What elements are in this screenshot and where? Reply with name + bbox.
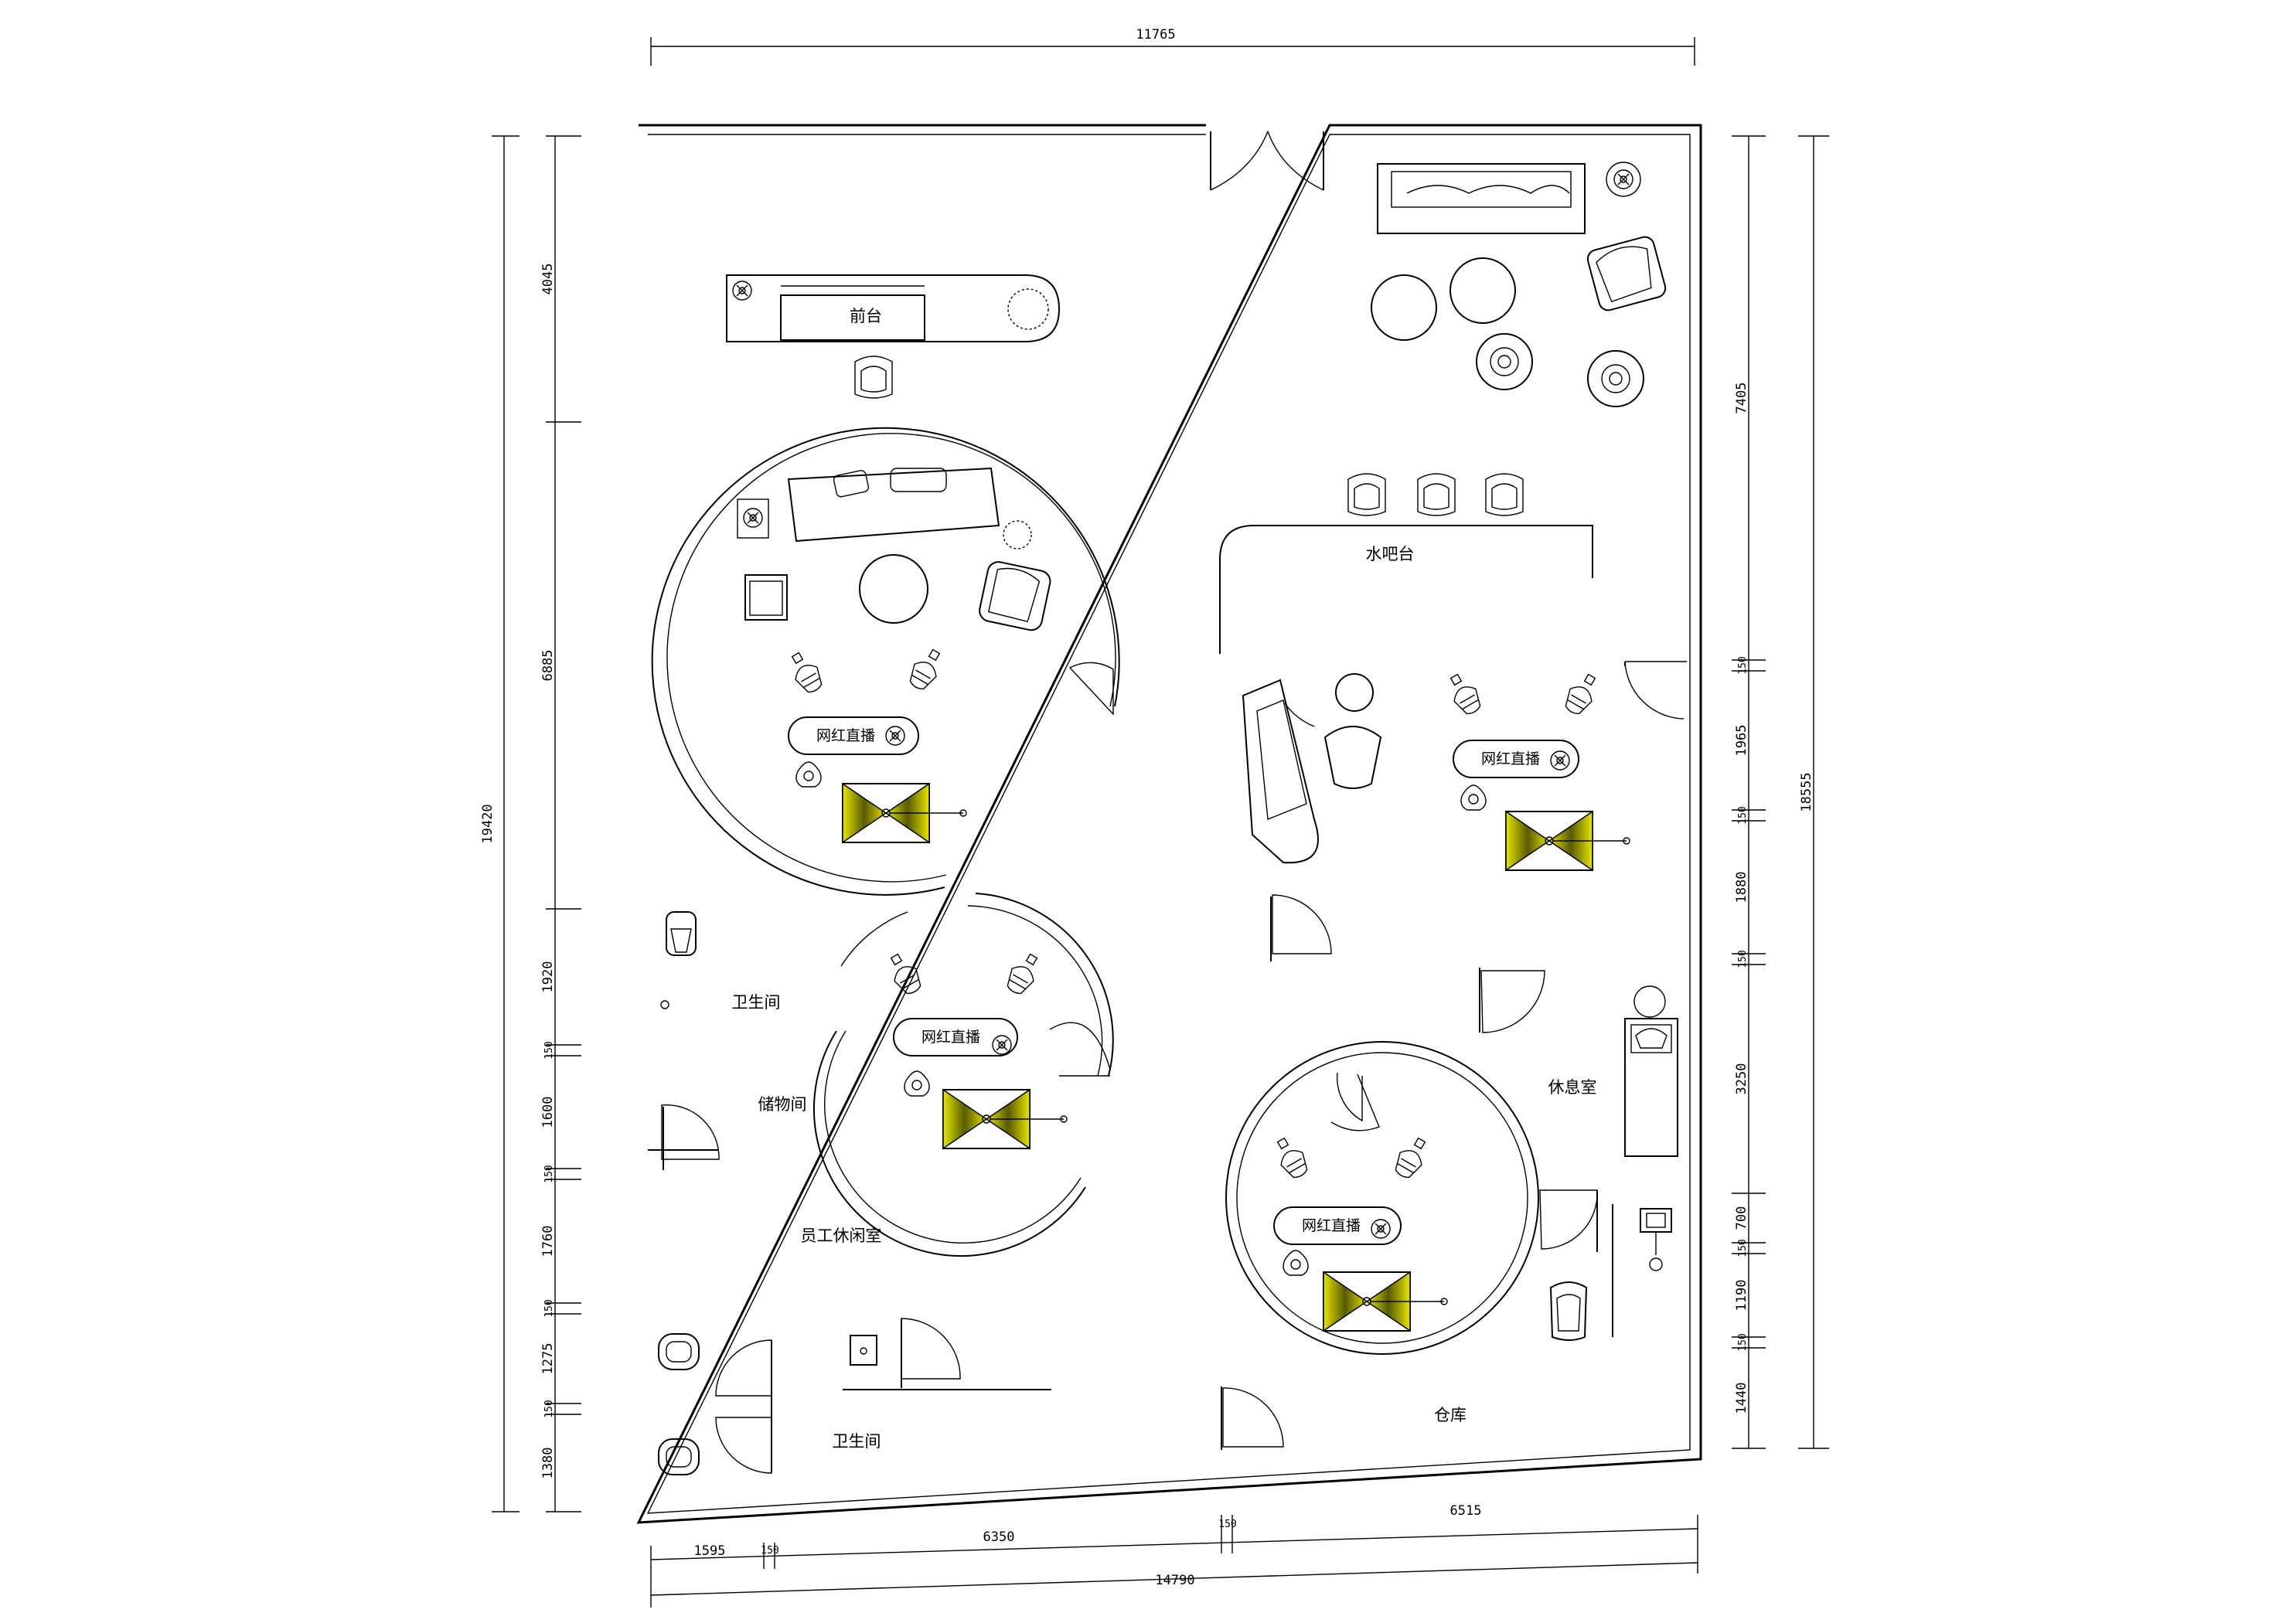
- svg-text:150: 150: [1218, 1519, 1236, 1530]
- live-booth-3: 网红直播: [1242, 669, 1630, 871]
- lounge-bed: [1624, 985, 1678, 1157]
- dim-top-width: 11765: [1136, 27, 1175, 43]
- svg-text:7405: 7405: [1734, 383, 1749, 414]
- room-label-warehouse: 仓库: [1434, 1406, 1467, 1424]
- svg-text:150: 150: [761, 1545, 778, 1557]
- svg-text:1190: 1190: [1734, 1280, 1749, 1312]
- svg-text:1275: 1275: [540, 1343, 556, 1375]
- svg-text:150: 150: [543, 1041, 555, 1059]
- outer-wall: [636, 124, 1702, 1524]
- reception-desk: 前台: [726, 274, 1061, 342]
- floor-drain-icon: [660, 1000, 669, 1009]
- dimension-lines: [492, 37, 1829, 1608]
- svg-text:1600: 1600: [540, 1097, 556, 1128]
- room-label-storage: 储物间: [758, 1095, 807, 1114]
- sink-icon: [1640, 1208, 1672, 1271]
- squat-toilet-icon: [658, 1333, 700, 1370]
- room-label-water-bar: 水吧台: [1366, 545, 1415, 563]
- room-label-restroom-1: 卫生间: [732, 993, 781, 1012]
- water-bar: 水吧台: [1219, 525, 1593, 654]
- pouf-icon: [1587, 350, 1644, 407]
- entrance-door: [1210, 131, 1324, 191]
- dim-left-total: 19420: [480, 804, 496, 843]
- reception-chair: [854, 356, 893, 399]
- svg-text:150: 150: [1737, 1333, 1749, 1351]
- svg-text:1595: 1595: [694, 1543, 726, 1559]
- interior-walls: [648, 661, 1687, 1474]
- dimension-labels: 11765 19420 4045 6885 1920 150 1600 150 …: [480, 27, 1814, 1588]
- svg-text:1760: 1760: [540, 1226, 556, 1257]
- lounge-sofa: [1377, 163, 1586, 234]
- svg-text:150: 150: [543, 1299, 555, 1317]
- floor-lamp-icon: [1613, 169, 1633, 189]
- room-label-staff-lounge: 员工休闲室: [801, 1227, 882, 1245]
- svg-text:1880: 1880: [1734, 872, 1749, 903]
- svg-text:1965: 1965: [1734, 725, 1749, 757]
- squat-toilet-icon: [658, 1438, 700, 1475]
- room-labels: 卫生间 储物间 员工休闲室 卫生间 休息室 仓库: [732, 993, 1597, 1451]
- toilet-icon: [666, 911, 697, 956]
- svg-text:150: 150: [1737, 656, 1749, 674]
- sink-icon: [850, 1335, 877, 1366]
- svg-text:150: 150: [1737, 950, 1749, 968]
- svg-text:1380: 1380: [540, 1448, 556, 1479]
- svg-text:6515: 6515: [1450, 1503, 1482, 1519]
- booth-label: 网红直播: [921, 1029, 980, 1046]
- bar-stool: [1417, 473, 1456, 516]
- round-table: [1371, 274, 1437, 341]
- armchair: [1586, 236, 1667, 311]
- dim-right-total: 18555: [1799, 772, 1814, 812]
- svg-text:3250: 3250: [1734, 1063, 1749, 1095]
- booth-label: 网红直播: [1302, 1217, 1361, 1234]
- right-ticks: [1732, 135, 1766, 1449]
- live-booth-1: 网红直播: [651, 427, 1120, 896]
- live-booth-2: 网红直播: [812, 893, 1114, 1257]
- room-label-restroom-2: 卫生间: [833, 1432, 881, 1451]
- svg-text:150: 150: [543, 1165, 555, 1182]
- svg-text:700: 700: [1734, 1206, 1749, 1230]
- round-table: [1449, 257, 1516, 324]
- booth-label: 网红直播: [816, 727, 875, 744]
- room-label-lounge: 休息室: [1548, 1078, 1597, 1097]
- svg-text:1440: 1440: [1734, 1383, 1749, 1414]
- svg-text:6885: 6885: [540, 650, 556, 682]
- pouf-icon: [1476, 333, 1533, 390]
- dim-bottom-total: 14790: [1155, 1573, 1194, 1588]
- svg-text:150: 150: [1737, 1239, 1749, 1257]
- svg-text:1920: 1920: [540, 961, 556, 993]
- svg-text:150: 150: [1737, 806, 1749, 824]
- lounge-chair: [1549, 1281, 1588, 1341]
- booth-label: 网红直播: [1481, 750, 1540, 767]
- live-booth-4: 网红直播: [1225, 1041, 1539, 1355]
- svg-text:4045: 4045: [540, 264, 556, 295]
- svg-text:150: 150: [543, 1400, 555, 1417]
- room-label-reception: 前台: [850, 307, 882, 325]
- bar-stool: [1347, 473, 1386, 516]
- svg-text:6350: 6350: [983, 1529, 1015, 1545]
- left-ticks: [546, 135, 581, 1512]
- bar-stool: [1485, 473, 1524, 516]
